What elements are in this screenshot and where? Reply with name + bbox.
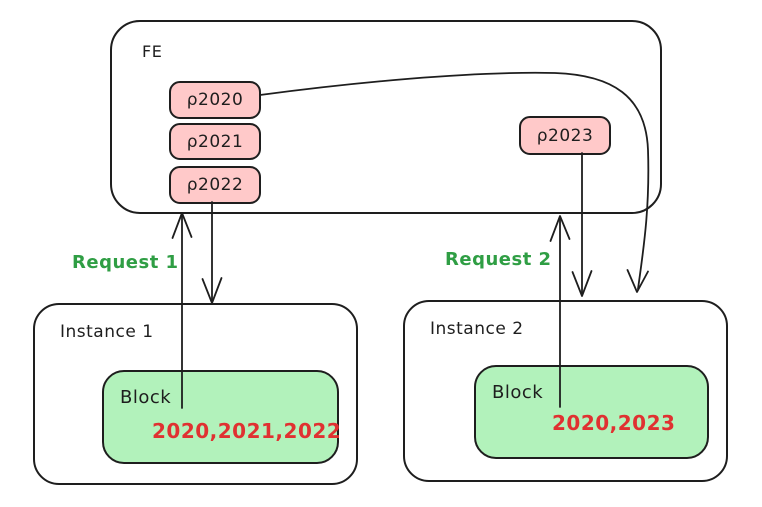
partition-p2023: ρ2023 — [519, 116, 611, 155]
instance-1-block: Block 2020,2021,2022 — [102, 370, 342, 464]
instance-2-block-label: Block — [492, 382, 544, 403]
instance-1-block-label: Block — [120, 387, 172, 408]
instance-1-box: Instance 1 Block 2020,2021,2022 — [33, 303, 358, 485]
partition-p2022-label: ρ2022 — [186, 175, 244, 195]
fe-box: FE ρ2020 ρ2021 ρ2022 ρ2023 — [110, 20, 662, 214]
fe-label: FE — [142, 42, 163, 61]
request-1-label: Request 1 — [72, 252, 179, 273]
partition-p2023-label: ρ2023 — [536, 125, 594, 146]
instance-2-label: Instance 2 — [430, 319, 524, 339]
partition-p2021: ρ2021 — [169, 123, 261, 160]
instance-2-block-years: 2020,2023 — [552, 411, 676, 435]
partition-p2020-label: ρ2020 — [186, 90, 244, 110]
instance-2-block: Block 2020,2023 — [474, 365, 709, 459]
request-2-label: Request 2 — [445, 249, 552, 270]
instance-1-label: Instance 1 — [60, 322, 154, 342]
instance-2-box: Instance 2 Block 2020,2023 — [403, 300, 728, 482]
arrow-p2022-to-instance1 — [201, 201, 223, 304]
partition-p2021-label: ρ2021 — [186, 131, 244, 152]
partition-p2020: ρ2020 — [169, 81, 261, 119]
partition-p2022: ρ2022 — [169, 166, 261, 204]
instance-1-block-years: 2020,2021,2022 — [152, 419, 342, 443]
